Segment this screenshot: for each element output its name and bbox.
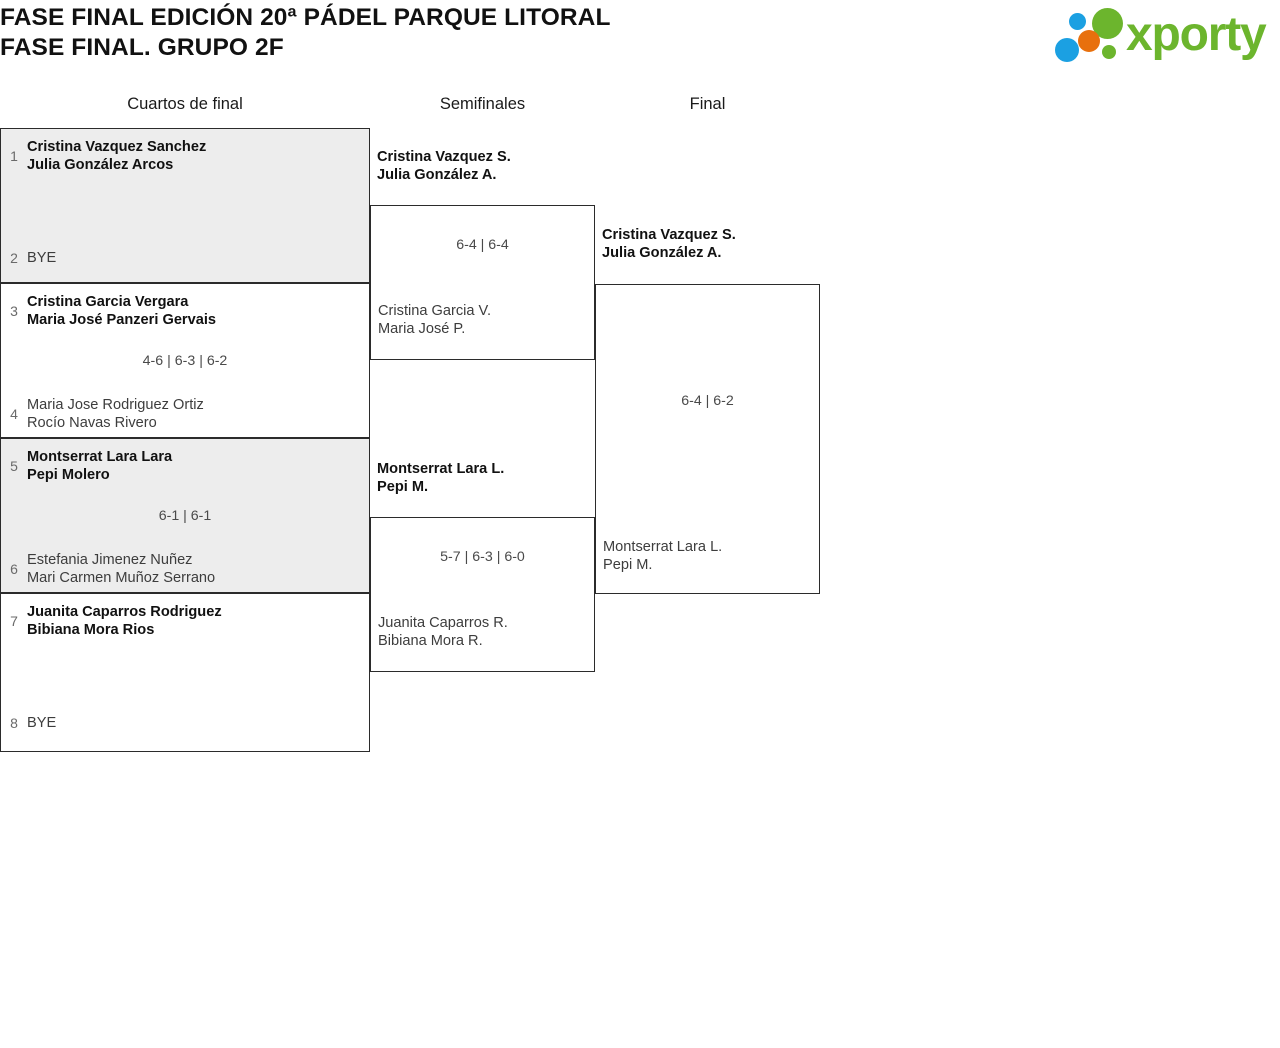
match-qf-4-team-top: 7 Juanita Caparros Rodriguez Bibiana Mor…	[1, 603, 369, 639]
round-header-final: Final	[689, 95, 726, 113]
match-sf-1-score: 6-4 | 6-4	[456, 237, 509, 253]
seed-number: 1	[10, 147, 18, 164]
xporty-logo-dots-icon	[1052, 6, 1138, 64]
tournament-title-line-1: FASE FINAL EDICIÓN 20ª PÁDEL PARQUE LITO…	[0, 4, 611, 31]
team-names: BYE	[27, 250, 57, 266]
seed-number: 3	[10, 302, 18, 319]
match-qf-1-team-bottom: 2 BYE	[1, 249, 369, 267]
match-final-score: 6-4 | 6-2	[681, 393, 734, 409]
logo-dot-green-small	[1102, 45, 1116, 59]
match-sf-1-team-bottom: Cristina Garcia V. Maria José P.	[378, 303, 492, 337]
page-title: FASE FINAL EDICIÓN 20ª PÁDEL PARQUE LITO…	[0, 3, 900, 63]
round-headers: Cuartos de final Semifinales Final	[0, 95, 1280, 123]
match-qf-3-team-bottom: 6 Estefania Jimenez Nuñez Mari Carmen Mu…	[1, 551, 369, 587]
team-names: Cristina Garcia Vergara Maria José Panze…	[27, 294, 217, 328]
logo-dot-blue-small	[1069, 13, 1086, 30]
match-qf-3[interactable]: 5 Montserrat Lara Lara Pepi Molero 6-1 |…	[0, 438, 370, 593]
match-qf-2-team-bottom: 4 Maria Jose Rodriguez Ortiz Rocío Navas…	[1, 396, 369, 432]
match-qf-2-score: 4-6 | 6-3 | 6-2	[142, 353, 228, 369]
match-final-team-top: Cristina Vazquez S. Julia González A.	[602, 227, 736, 261]
tournament-title-line-2: FASE FINAL. GRUPO 2F	[0, 34, 284, 61]
tournament-bracket: 1 Cristina Vazquez Sanchez Julia Gonzále…	[0, 128, 1280, 768]
seed-number: 8	[10, 714, 18, 731]
match-final[interactable]: 6-4 | 6-2 Montserrat Lara L. Pepi M.	[595, 284, 820, 594]
team-names: Juanita Caparros Rodriguez Bibiana Mora …	[27, 604, 222, 638]
team-names: BYE	[27, 715, 57, 731]
match-sf-2[interactable]: 5-7 | 6-3 | 6-0 Juanita Caparros R. Bibi…	[370, 517, 595, 672]
match-sf-2-score: 5-7 | 6-3 | 6-0	[440, 549, 525, 565]
seed-number: 2	[10, 249, 18, 266]
team-names: Montserrat Lara Lara Pepi Molero	[27, 449, 173, 483]
logo-dot-orange	[1078, 30, 1100, 52]
match-sf-1-team-top: Cristina Vazquez S. Julia González A.	[377, 149, 511, 183]
seed-number: 4	[10, 405, 18, 422]
seed-number: 5	[10, 457, 18, 474]
match-qf-3-score: 6-1 | 6-1	[158, 508, 212, 524]
match-qf-4-team-bottom: 8 BYE	[1, 714, 369, 732]
team-names: Maria Jose Rodriguez Ortiz Rocío Navas R…	[27, 397, 204, 431]
seed-number: 6	[10, 560, 18, 577]
match-qf-3-team-top: 5 Montserrat Lara Lara Pepi Molero	[1, 448, 369, 484]
seed-number: 7	[10, 612, 18, 629]
match-qf-1[interactable]: 1 Cristina Vazquez Sanchez Julia Gonzále…	[0, 128, 370, 283]
page-header: FASE FINAL EDICIÓN 20ª PÁDEL PARQUE LITO…	[0, 0, 1280, 84]
match-final-team-bottom: Montserrat Lara L. Pepi M.	[603, 539, 723, 573]
round-header-semifinals: Semifinales	[439, 95, 526, 113]
logo-dot-blue-large	[1055, 38, 1079, 62]
match-sf-2-team-top: Montserrat Lara L. Pepi M.	[377, 461, 505, 495]
team-names: Cristina Vazquez Sanchez Julia González …	[27, 139, 207, 173]
team-names: Estefania Jimenez Nuñez Mari Carmen Muño…	[27, 552, 216, 586]
match-qf-4[interactable]: 7 Juanita Caparros Rodriguez Bibiana Mor…	[0, 593, 370, 752]
match-sf-2-team-bottom: Juanita Caparros R. Bibiana Mora R.	[378, 615, 508, 649]
round-header-quarterfinals: Cuartos de final	[127, 95, 243, 113]
match-qf-2[interactable]: 3 Cristina Garcia Vergara Maria José Pan…	[0, 283, 370, 438]
logo-wordmark: xporty	[1126, 8, 1267, 61]
xporty-logo[interactable]: xporty	[1042, 4, 1274, 64]
match-qf-1-team-top: 1 Cristina Vazquez Sanchez Julia Gonzále…	[1, 138, 369, 174]
match-sf-1[interactable]: 6-4 | 6-4 Cristina Garcia V. Maria José …	[370, 205, 595, 360]
match-qf-2-team-top: 3 Cristina Garcia Vergara Maria José Pan…	[1, 293, 369, 329]
